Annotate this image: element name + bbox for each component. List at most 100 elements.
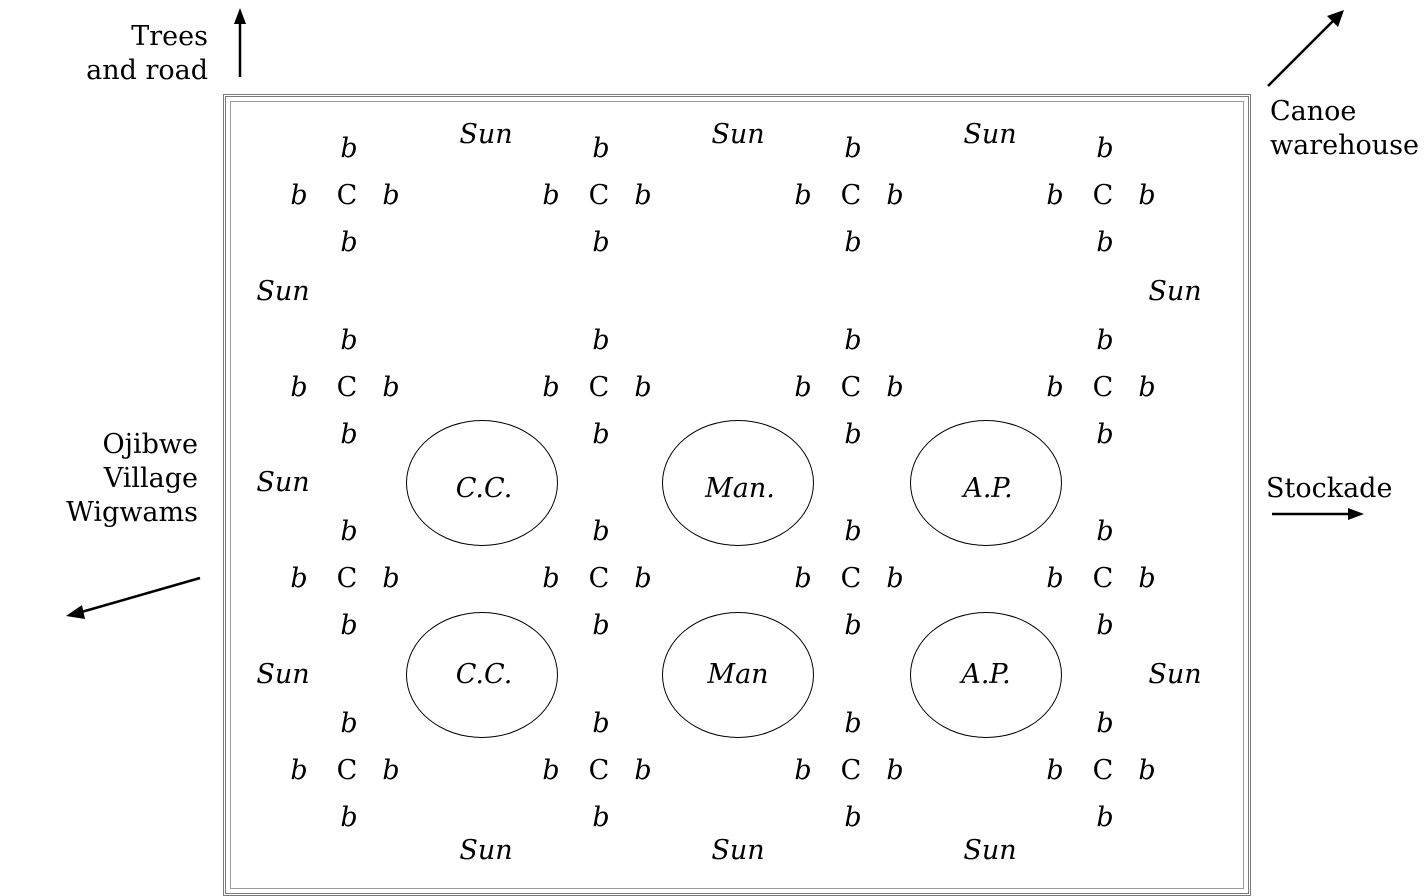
bean-mark: b [844, 325, 862, 356]
bean-mark: b [1096, 610, 1114, 641]
bean-mark: b [290, 563, 308, 594]
bean-mark: b [1096, 708, 1114, 739]
ojibwe-village-label: Ojibwe Village Wigwams [0, 428, 198, 530]
corn-mark: C [840, 563, 862, 594]
sun-mark: Sun [256, 276, 310, 307]
bean-mark: b [290, 755, 308, 786]
stockade-label: Stockade [1266, 473, 1393, 504]
corn-mark: C [1092, 755, 1114, 786]
bean-mark: b [844, 708, 862, 739]
bean-mark: b [340, 227, 358, 258]
sun-mark: Sun [1148, 276, 1202, 307]
bean-mark: b [382, 563, 400, 594]
trees-label-line1: Trees [131, 21, 208, 52]
corn-mark: C [1092, 372, 1114, 403]
bean-mark: b [1096, 325, 1114, 356]
bean-mark: b [844, 516, 862, 547]
plot-label: A.P. [963, 473, 1013, 504]
bean-mark: b [382, 180, 400, 211]
bean-mark: b [542, 563, 560, 594]
plot-circle [662, 612, 814, 738]
corn-mark: C [840, 372, 862, 403]
bean-mark: b [1138, 372, 1156, 403]
plot-circle [910, 420, 1062, 546]
bean-mark: b [886, 755, 904, 786]
plot-circle [910, 612, 1062, 738]
canoe-warehouse-label: Canoe warehouse [1270, 95, 1427, 163]
bean-mark: b [844, 227, 862, 258]
bean-mark: b [592, 516, 610, 547]
bean-mark: b [542, 755, 560, 786]
corn-mark: C [588, 755, 610, 786]
bean-mark: b [794, 180, 812, 211]
bean-mark: b [340, 802, 358, 833]
bean-mark: b [340, 133, 358, 164]
sun-mark: Sun [459, 119, 513, 150]
bean-mark: b [382, 755, 400, 786]
bean-mark: b [592, 227, 610, 258]
bean-mark: b [592, 419, 610, 450]
bean-mark: b [634, 755, 652, 786]
bean-mark: b [634, 180, 652, 211]
arrow-up-icon [234, 8, 246, 77]
bean-mark: b [844, 610, 862, 641]
corn-mark: C [588, 563, 610, 594]
bean-mark: b [340, 708, 358, 739]
bean-mark: b [886, 180, 904, 211]
bean-mark: b [1096, 419, 1114, 450]
bean-mark: b [592, 133, 610, 164]
plot-label: C.C. [455, 659, 513, 690]
plot-label: Man. [705, 473, 775, 504]
bean-mark: b [382, 372, 400, 403]
bean-mark: b [794, 755, 812, 786]
corn-mark: C [336, 755, 358, 786]
plot-circle [406, 612, 558, 738]
bean-mark: b [886, 372, 904, 403]
sun-mark: Sun [256, 659, 310, 690]
bean-mark: b [592, 708, 610, 739]
arrow-right-icon [1272, 508, 1364, 520]
bean-mark: b [844, 802, 862, 833]
plot-circle [662, 420, 814, 546]
ojibwe-label-line1: Ojibwe Village [102, 429, 198, 494]
bean-mark: b [844, 133, 862, 164]
bean-mark: b [1046, 180, 1064, 211]
corn-mark: C [840, 755, 862, 786]
corn-mark: C [336, 372, 358, 403]
sun-mark: Sun [963, 835, 1017, 866]
bean-mark: b [542, 180, 560, 211]
plot-label: A.P. [961, 659, 1011, 690]
sun-mark: Sun [963, 119, 1017, 150]
bean-mark: b [1096, 227, 1114, 258]
plot-label: Man [707, 659, 769, 690]
canoe-label-line2: warehouse [1270, 130, 1419, 161]
plot-label: C.C. [455, 473, 513, 504]
corn-mark: C [1092, 180, 1114, 211]
bean-mark: b [794, 372, 812, 403]
bean-mark: b [1138, 180, 1156, 211]
arrow-northeast-icon [1267, 10, 1344, 87]
bean-mark: b [634, 563, 652, 594]
bean-mark: b [1096, 516, 1114, 547]
bean-mark: b [1096, 802, 1114, 833]
arrow-southwest-icon [66, 576, 201, 619]
bean-mark: b [592, 610, 610, 641]
bean-mark: b [290, 372, 308, 403]
trees-road-label: Trees and road [60, 20, 208, 88]
sun-mark: Sun [459, 835, 513, 866]
bean-mark: b [290, 180, 308, 211]
corn-mark: C [840, 180, 862, 211]
bean-mark: b [1046, 755, 1064, 786]
bean-mark: b [542, 372, 560, 403]
garden-inner-border [230, 101, 1244, 889]
bean-mark: b [634, 372, 652, 403]
bean-mark: b [1046, 372, 1064, 403]
corn-mark: C [588, 372, 610, 403]
bean-mark: b [1046, 563, 1064, 594]
bean-mark: b [340, 325, 358, 356]
corn-mark: C [336, 563, 358, 594]
corn-mark: C [1092, 563, 1114, 594]
bean-mark: b [1096, 133, 1114, 164]
canoe-label-line1: Canoe [1270, 96, 1357, 127]
